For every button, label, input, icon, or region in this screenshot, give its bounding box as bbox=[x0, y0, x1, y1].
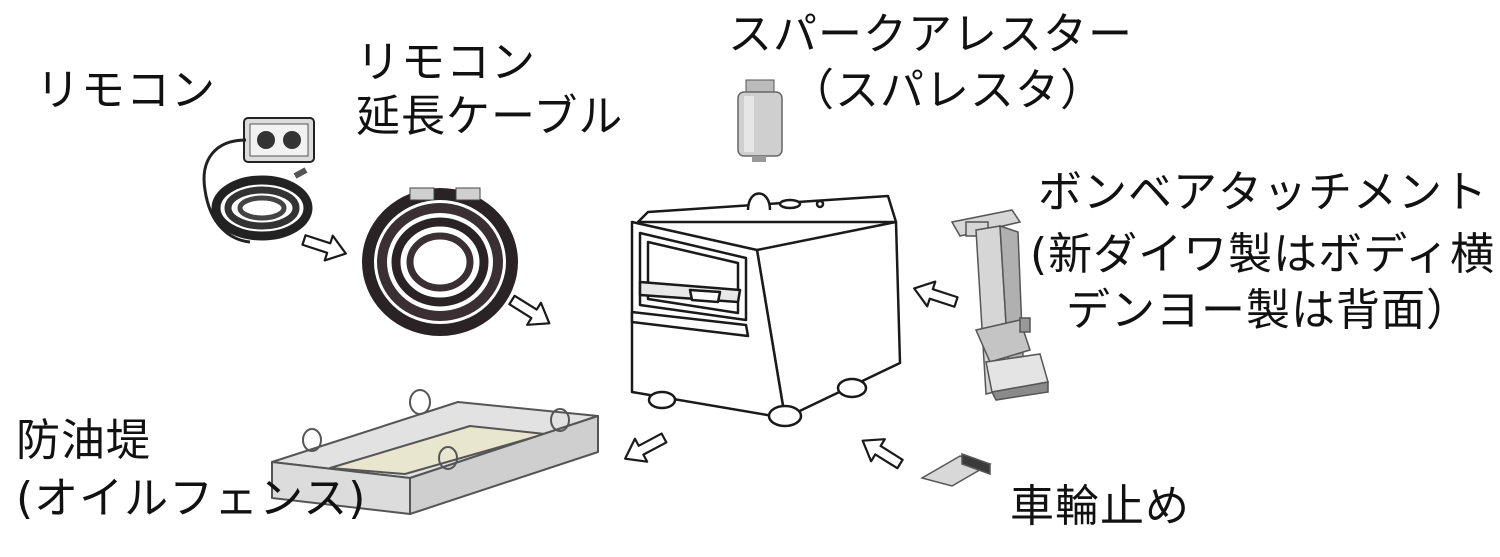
spark-arrester-icon bbox=[737, 79, 783, 162]
arrow-icon bbox=[301, 234, 959, 470]
wheel-chock-icon bbox=[920, 452, 992, 487]
cylinder-attachment-icon bbox=[950, 209, 1049, 401]
label-cylinder-attachment-line2: (新ダイワ製はボディ横 bbox=[1030, 229, 1496, 280]
label-spark-arrester-line2: （スパレスタ） bbox=[790, 65, 1105, 116]
oil-dike-tray-icon bbox=[271, 389, 599, 515]
extension-cable-icon bbox=[362, 187, 518, 336]
welder-generator-icon bbox=[630, 192, 902, 428]
label-wheel-stop: 車輪止め bbox=[1010, 481, 1190, 532]
label-cylinder-attachment-line1: ボンベアタッチメント bbox=[1038, 167, 1488, 218]
label-remote: リモコン bbox=[36, 65, 216, 116]
label-remote-cable-line1: リモコン bbox=[356, 37, 536, 88]
label-cylinder-attachment-line3: デンヨー製は背面） bbox=[1066, 285, 1471, 336]
remote-control-icon bbox=[202, 117, 315, 244]
label-spark-arrester-line1: スパークアレスター bbox=[728, 9, 1133, 60]
label-oil-dike-line1: 防油堤 bbox=[16, 415, 151, 466]
label-remote-cable-line2: 延長ケーブル bbox=[356, 91, 624, 142]
label-oil-dike-line2: (オイルフェンス) bbox=[16, 473, 367, 524]
